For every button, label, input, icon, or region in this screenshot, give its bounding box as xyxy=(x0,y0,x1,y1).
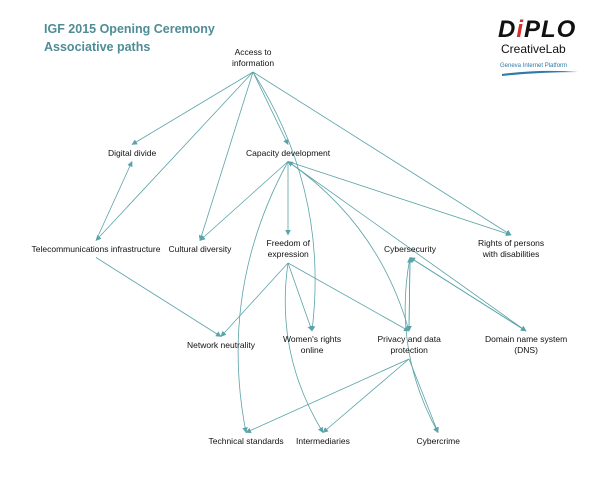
node-label-line: Intermediaries xyxy=(296,435,350,446)
edge-access-to-telecom xyxy=(95,71,254,241)
edge-capacity-to-rights_disab xyxy=(287,161,512,237)
edge-access-to-womens xyxy=(252,71,316,332)
node-label-line: expression xyxy=(267,249,309,259)
logo-brand: DiPLO xyxy=(498,16,577,43)
edge-privacy-to-tech_std xyxy=(245,358,410,433)
node-label-line: Cultural diversity xyxy=(168,243,232,254)
node-telecom: Telecommunications infrastructure xyxy=(32,244,161,255)
node-label-line: Cybersecurity xyxy=(384,243,436,254)
node-label-line: with disabilities xyxy=(482,249,540,259)
node-label-line: Telecommunications infrastructure xyxy=(31,243,161,254)
node-label-line: Access to xyxy=(234,47,272,57)
node-label-line: Digital divide xyxy=(108,147,157,158)
node-net-neutrality: Network neutrality xyxy=(187,340,255,351)
node-intermediaries: Intermediaries xyxy=(296,436,350,447)
node-label-line: (DNS) xyxy=(514,345,538,355)
edge-capacity-to-dns xyxy=(287,161,527,332)
edge-cybersecurity-to-cybercrime xyxy=(404,257,439,433)
edge-access-to-cultural xyxy=(198,71,254,242)
edge-freedom-to-intermediaries xyxy=(284,262,324,433)
edge-freedom-to-womens xyxy=(287,262,313,332)
node-label-line: Freedom of xyxy=(266,238,310,248)
node-capacity: Capacity development xyxy=(246,148,330,159)
diagram-title: IGF 2015 Opening Ceremony Associative pa… xyxy=(44,20,215,56)
edge-capacity-to-cultural xyxy=(199,161,289,241)
node-label-line: Domain name system xyxy=(485,334,568,344)
node-digital-divide: Digital divide xyxy=(108,148,156,159)
node-label-line: Capacity development xyxy=(246,147,331,158)
logo-platform: Geneva Internet Platform xyxy=(500,63,568,69)
node-label-line: Cybercrime xyxy=(416,435,460,446)
node-label-line: Women's rights xyxy=(283,334,342,344)
node-label-line: Privacy and data xyxy=(377,334,441,344)
edge-dns-to-cybersecurity xyxy=(409,257,527,332)
node-label-line: Network neutrality xyxy=(187,339,256,350)
logo-creativelab: CreativeLab xyxy=(501,42,566,56)
edge-access-to-digital_divide xyxy=(131,71,254,145)
node-label-line: Technical standards xyxy=(208,435,284,446)
edge-privacy-to-cybercrime xyxy=(408,358,439,434)
edge-access-to-rights_disab xyxy=(252,71,512,236)
node-cultural: Cultural diversity xyxy=(169,244,232,255)
node-label-line: information xyxy=(232,58,275,68)
title-line-2: Associative paths xyxy=(44,40,151,54)
title-line-1: IGF 2015 Opening Ceremony xyxy=(44,22,215,36)
node-label-line: protection xyxy=(390,345,428,355)
edge-telecom-to-net_neutrality xyxy=(95,257,222,337)
edge-access-to-capacity xyxy=(252,71,289,146)
diplo-logo: DiPLO CreativeLab Geneva Internet Platfo… xyxy=(498,18,588,88)
node-tech-std: Technical standards xyxy=(209,436,284,447)
edge-telecom-to-digital_divide xyxy=(95,160,133,241)
node-cybercrime: Cybercrime xyxy=(417,436,460,447)
node-label-line: Rights of persons xyxy=(478,238,545,248)
node-dns: Domain name system(DNS) xyxy=(485,334,567,356)
edge-freedom-to-privacy xyxy=(287,262,410,332)
edge-privacy-to-cybersecurity xyxy=(407,256,413,332)
edge-privacy-to-intermediaries xyxy=(322,358,410,433)
edge-capacity-to-tech_std xyxy=(237,161,289,434)
node-cybersecurity: Cybersecurity xyxy=(384,244,436,255)
edge-freedom-to-net_neutrality xyxy=(220,262,289,337)
edge-privacy-to-capacity xyxy=(287,161,410,332)
logo-swoosh-icon xyxy=(502,70,578,76)
node-label-line: online xyxy=(300,345,324,355)
